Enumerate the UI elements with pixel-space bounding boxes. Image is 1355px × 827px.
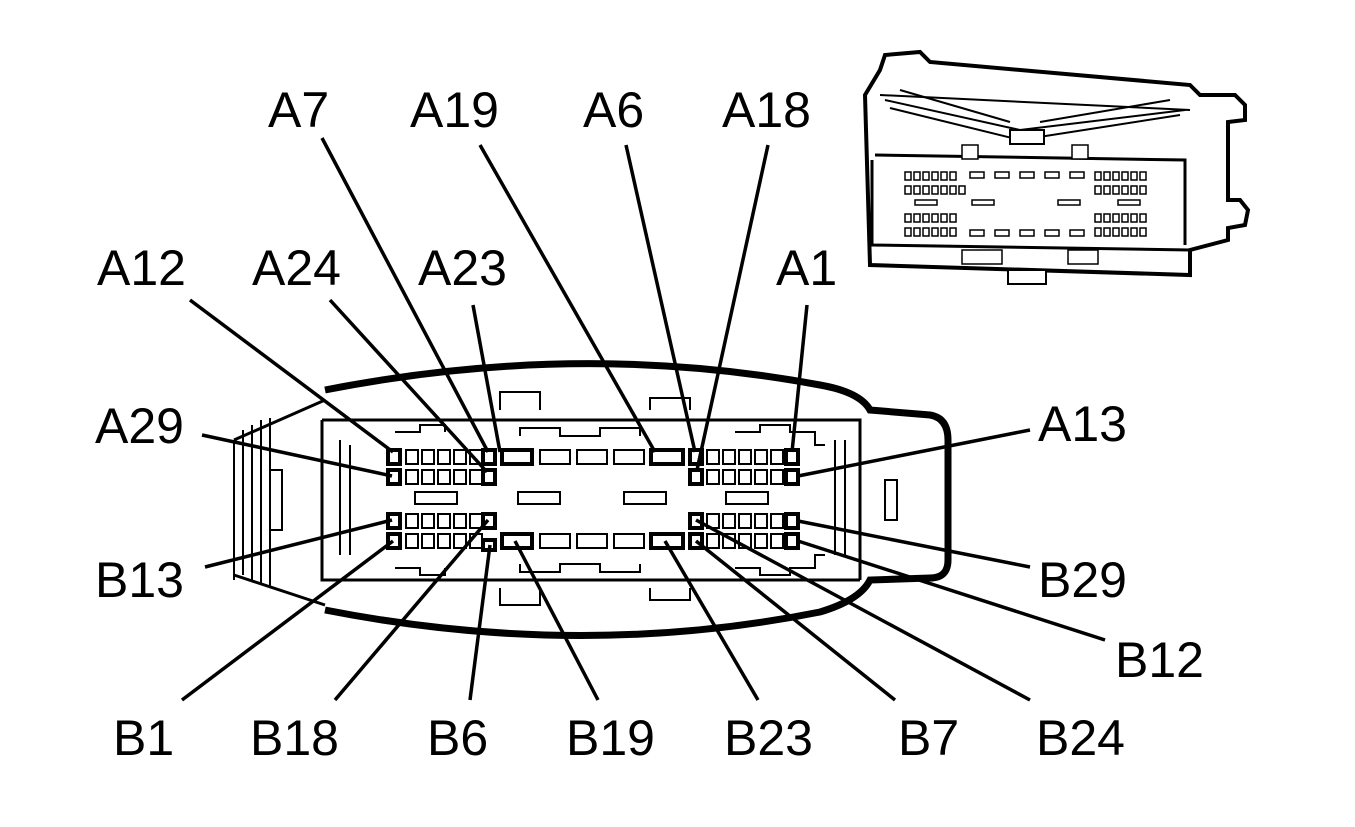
- label-a18: A18: [722, 82, 811, 138]
- label-b6: B6: [427, 710, 488, 766]
- label-b18: B18: [250, 710, 339, 766]
- label-b12: B12: [1115, 632, 1204, 688]
- label-b24: B24: [1036, 710, 1125, 766]
- pin-labels: A7 A19 A6 A18 A12 A24 A23 A1 A29 A13 B13…: [95, 82, 1204, 766]
- label-b1: B1: [113, 710, 174, 766]
- label-a6: A6: [583, 82, 644, 138]
- label-a24: A24: [252, 240, 341, 296]
- label-b23: B23: [724, 710, 813, 766]
- connector-face: [233, 360, 952, 639]
- label-a29: A29: [95, 398, 184, 454]
- label-b19: B19: [566, 710, 655, 766]
- pin-cavities: [386, 448, 800, 552]
- label-b13: B13: [95, 552, 184, 608]
- label-a13: A13: [1038, 396, 1127, 452]
- leader-lines: [180, 137, 1106, 702]
- label-a1: A1: [776, 240, 837, 296]
- label-a12: A12: [97, 240, 186, 296]
- label-a23: A23: [418, 240, 507, 296]
- label-b7: B7: [898, 710, 959, 766]
- label-b29: B29: [1038, 552, 1127, 608]
- label-a19: A19: [410, 82, 499, 138]
- label-a7: A7: [268, 82, 329, 138]
- connector-inset-view: [862, 49, 1251, 285]
